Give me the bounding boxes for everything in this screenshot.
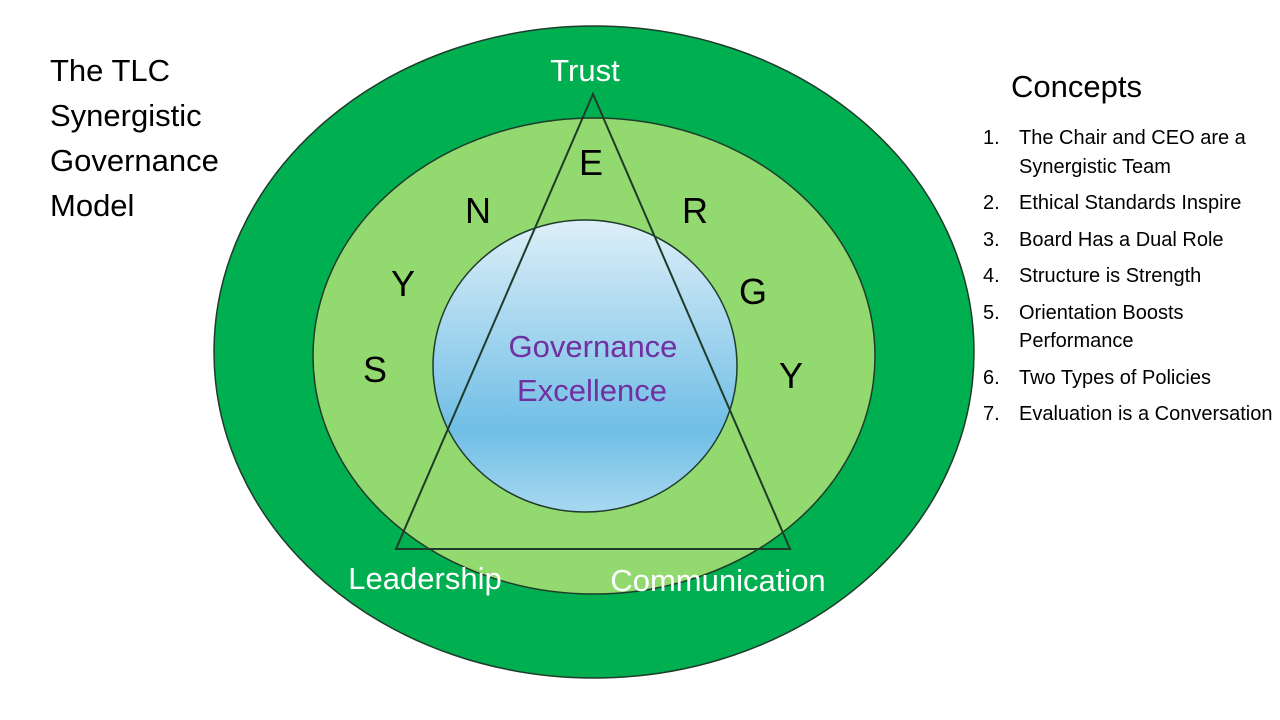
synergy-letter-y1: Y	[391, 263, 415, 304]
item-number: 5.	[983, 301, 1000, 324]
concepts-heading: Concepts	[1011, 69, 1142, 104]
item-text: Two Types of Policies	[1019, 366, 1211, 389]
title-line: The TLC	[50, 53, 171, 88]
item-number: 6.	[983, 366, 1000, 389]
item-text: Board Has a Dual Role	[1019, 228, 1224, 251]
center-line-excellence: Excellence	[517, 373, 667, 408]
center-line-governance: Governance	[509, 329, 678, 364]
tlc-triangle	[394, 91, 792, 550]
item-number: 3.	[983, 228, 1000, 251]
model-title: The TLC Synergistic Governance Model	[50, 48, 270, 228]
item-text: Structure is Strength	[1019, 265, 1202, 287]
list-item: 7. Evaluation is a Conversation	[980, 400, 1276, 429]
list-item: 5. Orientation Boosts Performance	[980, 299, 1276, 356]
item-text: The Chair and CEO are a Synergistic Team	[1019, 127, 1246, 178]
list-item: 2. Ethical Standards Inspire	[980, 189, 1276, 218]
concept-list: 1. The Chair and CEO are a Synergistic Te…	[980, 124, 1276, 429]
item-number: 2.	[983, 192, 1000, 214]
title-line: Governance	[50, 143, 219, 178]
synergy-letter-e: E	[579, 142, 603, 183]
list-item: 6. Two Types of Policies	[980, 364, 1276, 393]
item-text: Orientation Boosts Performance	[1019, 301, 1184, 353]
vertex-leadership: Leadership	[348, 561, 501, 596]
item-text: Evaluation is a Conversation	[1019, 403, 1273, 425]
item-number: 7.	[983, 403, 1000, 425]
synergy-letter-n: N	[465, 190, 491, 231]
vertex-communication: Communication	[610, 563, 825, 598]
center-circle	[432, 219, 738, 513]
synergy-letter-s: S	[363, 349, 387, 390]
list-item: 4. Structure is Strength	[980, 262, 1276, 291]
vertex-trust: Trust	[550, 53, 620, 88]
list-item: 1. The Chair and CEO are a Synergistic Te…	[980, 124, 1276, 181]
concepts-panel: Concepts 1. The Chair and CEO are a Syner…	[980, 64, 1276, 437]
synergy-letter-r: R	[682, 190, 708, 231]
item-text: Ethical Standards Inspire	[1019, 192, 1242, 214]
item-number: 4.	[983, 265, 1000, 287]
synergy-letter-g: G	[739, 271, 767, 312]
synergy-letter-y2: Y	[779, 355, 803, 396]
list-item: 3. Board Has a Dual Role	[980, 226, 1276, 255]
item-number: 1.	[983, 127, 1000, 149]
title-line: Synergistic	[50, 98, 202, 133]
title-line: Model	[50, 188, 135, 223]
